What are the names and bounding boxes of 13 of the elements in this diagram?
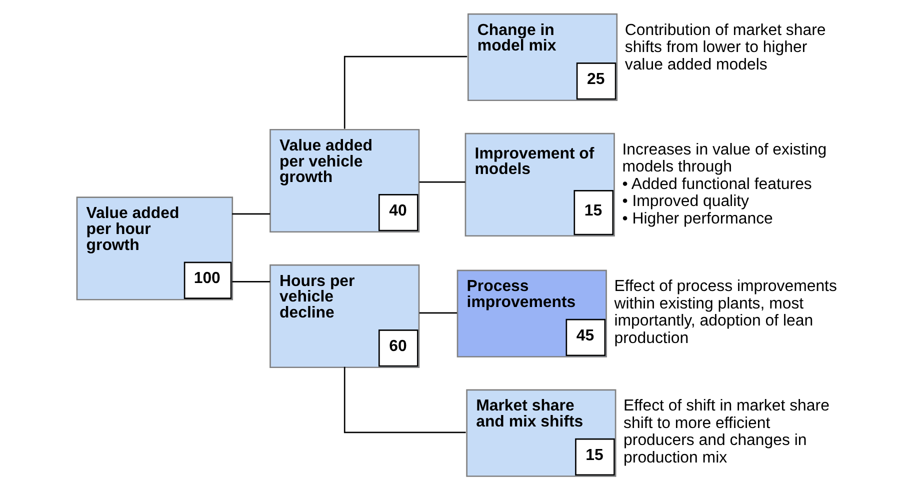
node-label: Contribution of market share shifts from lower to higher value added models — [624, 22, 826, 74]
connector — [232, 213, 270, 215]
node-label: Effect of process improvements within existing plants, most importantly, adoption of lean production — [614, 278, 836, 347]
node-label: Increases in value of existing models through — [622, 141, 826, 176]
connector — [418, 181, 465, 183]
node-label: • Improved quality — [622, 193, 749, 210]
connector — [343, 366, 466, 434]
node-label: • Higher performance — [622, 210, 772, 228]
connector — [418, 312, 456, 314]
connector — [232, 281, 270, 282]
node-label: • Added functional features — [622, 176, 812, 193]
node-label: Effect of shift in market share shift to more efficient producers and changes in production mix — [623, 398, 829, 466]
connector — [343, 56, 467, 129]
